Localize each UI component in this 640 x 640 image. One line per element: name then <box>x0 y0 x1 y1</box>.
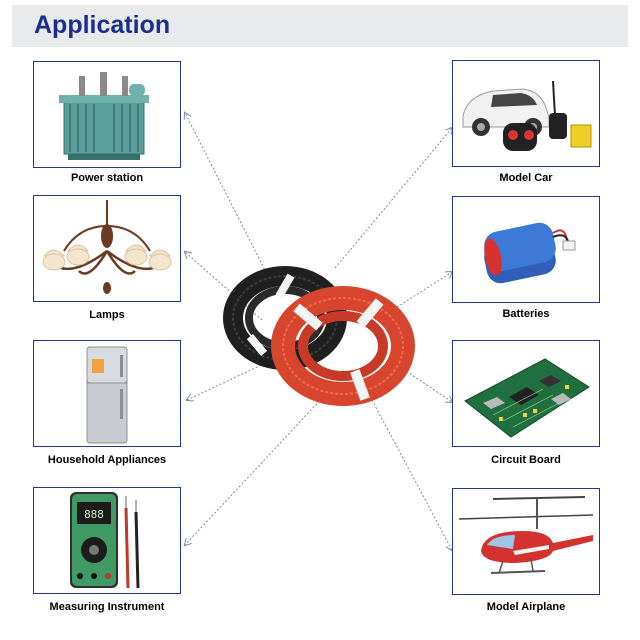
label-power-station: Power station <box>70 172 144 184</box>
circuit-board-icon <box>464 358 590 438</box>
card-model-airplane <box>452 488 600 595</box>
card-household-appliances <box>33 340 181 447</box>
card-circuit-board <box>452 340 600 447</box>
page-title: Application <box>34 11 171 39</box>
rc-car-icon <box>462 80 592 151</box>
card-power-station <box>33 61 181 168</box>
card-measuring-instrument: 888 <box>33 487 181 594</box>
svg-text:888: 888 <box>84 508 104 521</box>
refrigerator-icon <box>86 346 128 444</box>
label-lamps: Lamps <box>89 309 125 321</box>
card-lamps <box>33 195 181 302</box>
label-circuit-board: Circuit Board <box>491 454 561 466</box>
wire-coils-icon <box>223 266 415 406</box>
label-model-airplane: Model Airplane <box>486 601 566 613</box>
chandelier-icon <box>42 200 172 294</box>
rc-helicopter-icon <box>458 496 594 574</box>
label-household-appliances: Household Appliances <box>47 454 167 466</box>
card-batteries <box>452 196 600 303</box>
multimeter-icon: 888 <box>70 492 140 589</box>
card-model-car <box>452 60 600 167</box>
transformer-icon <box>59 72 149 160</box>
label-batteries: Batteries <box>502 308 550 320</box>
battery-pack-icon <box>484 222 576 284</box>
header-bar: Application <box>12 5 628 47</box>
label-model-car: Model Car <box>499 172 553 184</box>
label-measuring-instrument: Measuring Instrument <box>49 601 165 613</box>
